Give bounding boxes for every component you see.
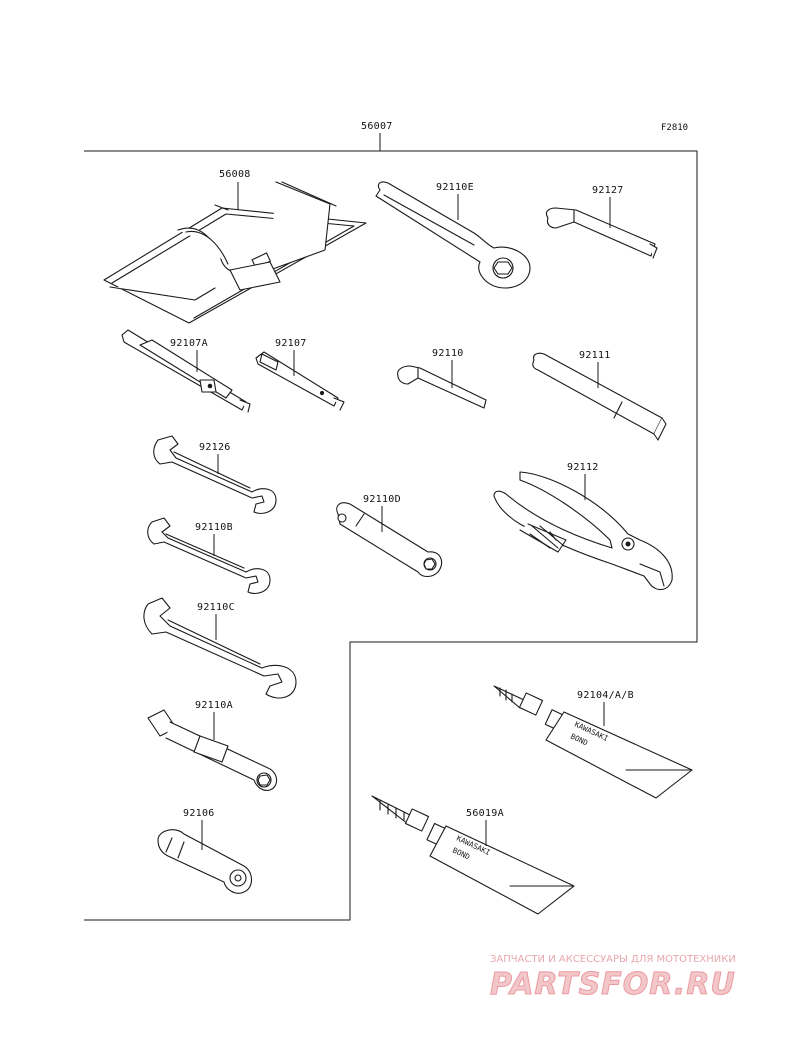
label-92106: 92106	[183, 808, 215, 819]
label-56019A: 56019A	[466, 808, 504, 819]
label-92127: 92127	[592, 185, 624, 196]
wrench-92110B	[147, 517, 271, 595]
label-92110E: 92110E	[436, 182, 474, 193]
label-92112: 92112	[567, 462, 599, 473]
label-92110B: 92110B	[195, 522, 233, 533]
label-56008: 56008	[219, 169, 251, 180]
label-92110D: 92110D	[363, 494, 401, 505]
screwdriver-92107A	[121, 329, 251, 413]
wrench-92126	[153, 435, 277, 515]
extension-bar-92111	[532, 352, 667, 441]
handle-92106	[157, 829, 253, 894]
box-wrench-92110E	[375, 181, 531, 289]
plug-wrench-92110A	[147, 709, 278, 791]
screwdriver-92107	[255, 351, 345, 411]
label-92110A: 92110A	[195, 700, 233, 711]
pliers-92112	[493, 471, 673, 591]
label-92107: 92107	[275, 338, 307, 349]
wrench-92110C	[143, 597, 297, 699]
hex-key-92110	[397, 365, 487, 409]
kit-frame	[84, 133, 698, 921]
label-92110C: 92110C	[197, 602, 235, 613]
label-92104-A-B: 92104/A/B	[577, 690, 634, 701]
label-92110: 92110	[432, 348, 464, 359]
label-92126: 92126	[199, 442, 231, 453]
socket-92110D	[336, 502, 443, 578]
hex-key-92127	[545, 207, 658, 259]
bond-tube-56019A: KAWASAKI BOND	[371, 795, 575, 915]
label-92107A: 92107A	[170, 338, 208, 349]
figure-code: F2810	[661, 123, 688, 133]
bond-tube-92104: KAWASAKI BOND	[493, 685, 693, 799]
watermark-tagline: ЗАПЧАСТИ И АКСЕССУАРЫ ДЛЯ МОТОТЕХНИКИ	[490, 954, 736, 965]
label-92111: 92111	[579, 350, 611, 361]
tool-bag-56008	[103, 181, 367, 324]
kit-number-label: 56007	[361, 121, 393, 132]
watermark-logo: PARTSFOR.RU	[490, 967, 736, 1002]
